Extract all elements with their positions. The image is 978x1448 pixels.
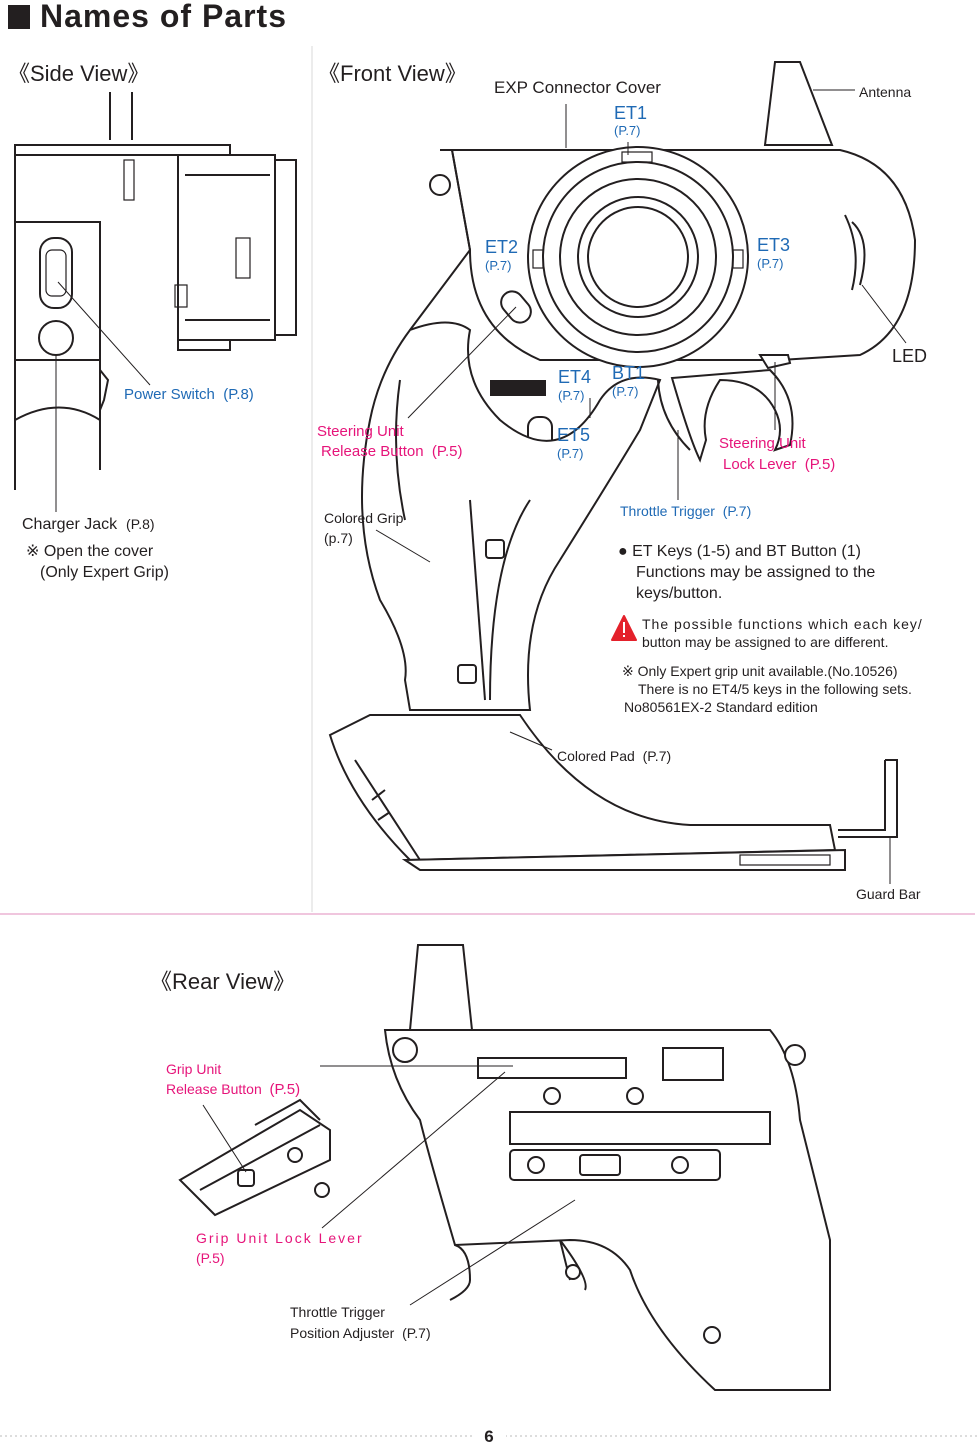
bt1-key-ref: (P.7) [612,384,639,399]
et4-key-label: ET4 [558,367,592,387]
et3-key-ref: (P.7) [757,256,784,271]
grip-release-label-2: Release Button (P.5) [166,1081,301,1098]
side-view-heading: 《Side View》 [8,61,150,86]
expert-note-line-3: No80561EX-2 Standard edition [624,699,818,715]
charger-jack-note-1: ※ Open the cover [26,543,154,560]
grip-lock-label-2: (P.5) [196,1250,225,1266]
steering-lock-label-2: Lock Lever (P.5) [723,456,836,473]
expert-note-line-1: ※ Only Expert grip unit available.(No.10… [622,663,898,679]
throttle-adjuster-label-2: Position Adjuster (P.7) [290,1325,431,1341]
rear-view-drawing [178,944,831,1391]
et5-key-ref: (P.7) [557,446,584,461]
colored-grip-label-2: (p.7) [324,530,353,546]
warning-icon [611,615,637,641]
page-title: Names of Parts [8,0,287,35]
throttle-trigger-label: Throttle Trigger (P.7) [620,503,752,519]
charger-jack-label: Charger Jack (P.8) [22,516,155,533]
title-square-icon [8,5,30,29]
et5-key-label: ET5 [557,425,591,445]
colored-grip-label-1: Colored Grip [324,510,404,526]
led-label: LED [892,346,928,366]
info-bullet-line-2: Functions may be assigned to the [636,564,876,581]
antenna-label: Antenna [859,84,912,100]
bt1-key-label: BT1 [612,363,646,383]
power-switch-label: Power Switch (P.8) [124,386,254,403]
et4-key-ref: (P.7) [558,388,585,403]
exp-connector-cover-label: EXP Connector Cover [494,78,661,97]
steering-release-label-1: Steering Unit [317,423,404,440]
et3-key-label: ET3 [757,235,791,255]
rear-view-heading: 《Rear View》 [150,969,296,994]
expert-note-line-2: There is no ET4/5 keys in the following … [638,681,912,697]
guard-bar-label: Guard Bar [856,886,921,902]
et1-key-label: ET1 [614,103,648,123]
throttle-adjuster-label-1: Throttle Trigger [290,1304,385,1320]
info-bullet-line-3: keys/button. [636,585,723,602]
colored-pad-label: Colored Pad (P.7) [557,748,672,764]
steering-release-label-2: Release Button (P.5) [321,443,463,460]
info-bullet-line-1: ● ET Keys (1-5) and BT Button (1) [618,543,861,560]
warning-line-1: The possible functions which each key/ [642,616,923,632]
charger-jack-note-2: (Only Expert Grip) [40,564,169,581]
side-view-drawing [14,92,297,490]
grip-lock-label-1: Grip Unit Lock Lever [196,1230,364,1246]
page-number: 6 [472,1426,506,1448]
grip-release-label-1: Grip Unit [166,1061,222,1077]
front-view-heading: 《Front View》 [318,61,467,86]
steering-lock-label-1: Steering Unit [719,435,806,452]
front-view-drawing [328,61,917,871]
warning-line-2: button may be assigned to are different. [642,634,889,650]
et2-key-label: ET2 [485,237,519,257]
et1-key-ref: (P.7) [614,123,641,138]
et2-key-ref: (P.7) [485,258,512,273]
